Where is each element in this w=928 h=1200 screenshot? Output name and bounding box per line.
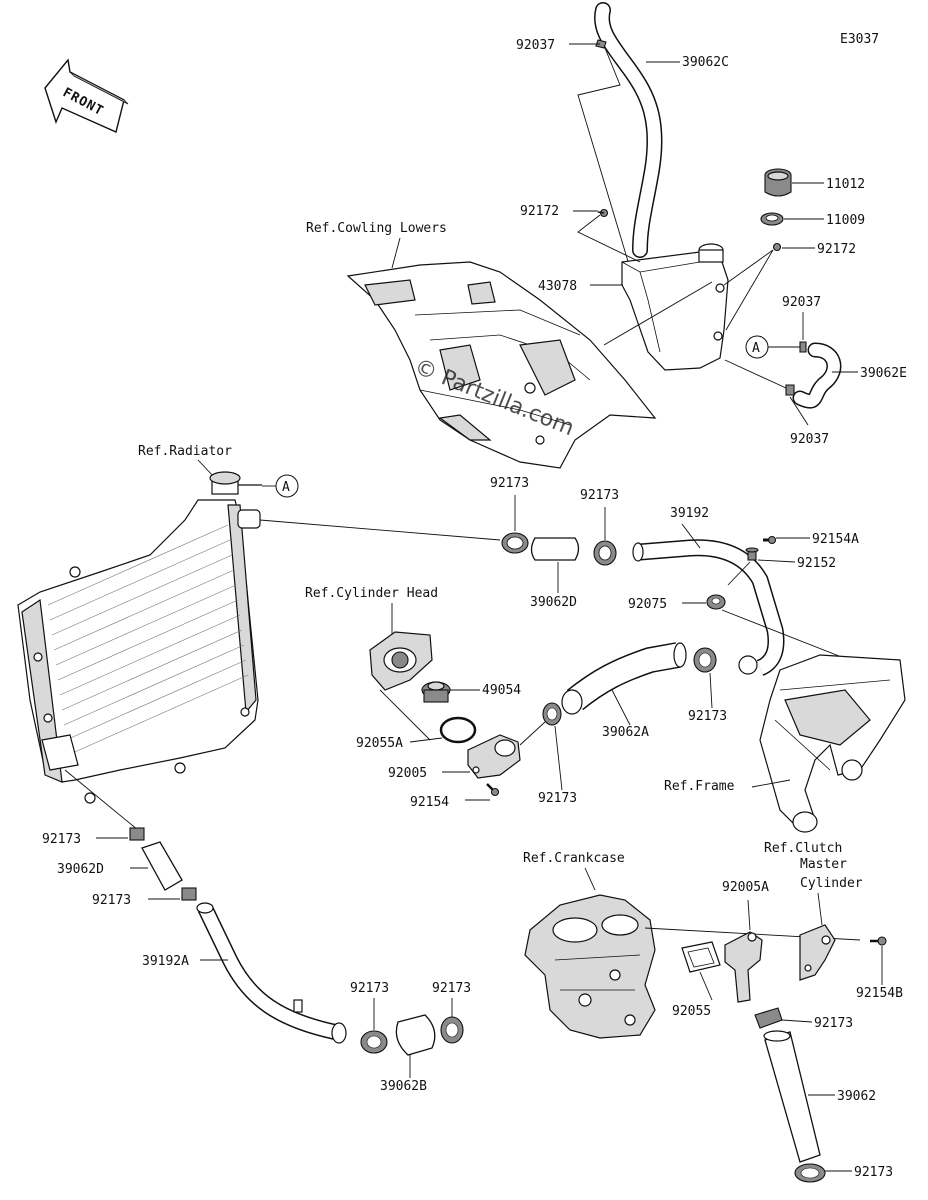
cylinder-head-part xyxy=(369,631,433,691)
label-43078: 43078 xyxy=(538,279,577,294)
label-92173-h: 92173 xyxy=(432,981,471,996)
label-92154b: 92154B xyxy=(856,986,903,1001)
bolt-92172-right[interactable] xyxy=(772,242,782,252)
cowling-lowers-part xyxy=(346,261,657,469)
label-39062d-left: 39062D xyxy=(57,862,104,877)
label-11012: 11012 xyxy=(826,177,865,192)
label-39062e: 39062E xyxy=(860,366,907,381)
label-92173-i: 92173 xyxy=(814,1016,853,1031)
bolt-92154[interactable] xyxy=(486,783,500,797)
housing-92005a[interactable] xyxy=(724,931,763,1003)
ref-clutch-line2: Master xyxy=(800,857,847,872)
label-39062b: 39062B xyxy=(380,1079,427,1094)
bolt-92154b[interactable] xyxy=(870,936,887,946)
clamp-92173-c[interactable] xyxy=(693,647,717,673)
label-49054: 49054 xyxy=(482,683,521,698)
bolt-92154a[interactable] xyxy=(763,535,777,545)
cap-11012[interactable] xyxy=(764,168,792,197)
clamp-92173-h[interactable] xyxy=(440,1016,464,1044)
label-11009: 11009 xyxy=(826,213,865,228)
label-92005a: 92005A xyxy=(722,880,769,895)
ref-clutch-line1: Ref.Clutch xyxy=(764,841,842,856)
clamp-92037-mid[interactable] xyxy=(799,341,807,353)
label-92173-g: 92173 xyxy=(350,981,389,996)
bolt-92172-left[interactable] xyxy=(597,208,609,218)
callout-a-tank-letter: A xyxy=(752,341,760,356)
grommet-92075[interactable] xyxy=(706,594,726,610)
label-92154: 92154 xyxy=(410,795,449,810)
label-92173-j: 92173 xyxy=(854,1165,893,1180)
clamp-92173-j[interactable] xyxy=(794,1163,826,1183)
ref-clutch-line3: Cylinder xyxy=(800,876,863,891)
label-92172-right: 92172 xyxy=(817,242,856,257)
clamp-92037-low[interactable] xyxy=(785,384,795,396)
ref-frame: Ref.Frame xyxy=(664,779,735,794)
diagram-code: E3037 xyxy=(840,32,879,47)
ref-cylinder-head: Ref.Cylinder Head xyxy=(305,586,438,601)
clamp-92173-e[interactable] xyxy=(129,827,145,841)
label-39062d-top: 39062D xyxy=(530,595,577,610)
label-92173-b: 92173 xyxy=(580,488,619,503)
clamp-92173-f[interactable] xyxy=(181,887,197,901)
crankcase-part xyxy=(524,894,656,1039)
hose-39062d-left[interactable] xyxy=(141,841,183,891)
clamp-92173-i[interactable] xyxy=(754,1007,783,1029)
label-92037-top: 92037 xyxy=(516,38,555,53)
pipe-39192[interactable] xyxy=(632,539,785,676)
ref-cowling-lowers: Ref.Cowling Lowers xyxy=(306,221,447,236)
o-ring-92055a[interactable] xyxy=(439,716,477,744)
gasket-11009[interactable] xyxy=(760,212,784,226)
label-92037-low: 92037 xyxy=(790,432,829,447)
pipe-39192a[interactable] xyxy=(196,902,347,1044)
label-92172-left: 92172 xyxy=(520,204,559,219)
hose-39062b[interactable] xyxy=(395,1014,436,1056)
frame-part xyxy=(759,654,906,833)
clamp-92173-g[interactable] xyxy=(360,1030,388,1054)
label-92055: 92055 xyxy=(672,1004,711,1019)
label-92152: 92152 xyxy=(797,556,836,571)
hose-39062a[interactable] xyxy=(561,642,687,715)
label-39192a: 39192A xyxy=(142,954,189,969)
thermostat-49054[interactable] xyxy=(421,681,451,703)
hose-39062[interactable] xyxy=(763,1030,821,1163)
hose-39062e[interactable] xyxy=(792,342,842,409)
label-92173-a: 92173 xyxy=(490,476,529,491)
label-39062a: 39062A xyxy=(602,725,649,740)
label-92173-e: 92173 xyxy=(42,832,81,847)
front-arrow-icon: FRONT xyxy=(44,58,129,133)
gasket-92055[interactable] xyxy=(681,941,721,973)
label-92173-f: 92173 xyxy=(92,893,131,908)
label-92154a: 92154A xyxy=(812,532,859,547)
hose-39062c[interactable] xyxy=(594,2,663,258)
ref-radiator: Ref.Radiator xyxy=(138,444,232,459)
label-92075: 92075 xyxy=(628,597,667,612)
label-39192: 39192 xyxy=(670,506,709,521)
label-92055a: 92055A xyxy=(356,736,403,751)
collar-92152[interactable] xyxy=(745,547,759,561)
ref-crankcase: Ref.Crankcase xyxy=(523,851,625,866)
radiator-part xyxy=(17,471,262,804)
label-39062c: 39062C xyxy=(682,55,729,70)
clutch-master-cylinder-part xyxy=(799,924,836,981)
label-92173-c: 92173 xyxy=(688,709,727,724)
label-92005: 92005 xyxy=(388,766,427,781)
label-92173-d: 92173 xyxy=(538,791,577,806)
clamp-92173-a[interactable] xyxy=(501,532,529,554)
label-39062: 39062 xyxy=(837,1089,876,1104)
label-92037-mid: 92037 xyxy=(782,295,821,310)
thermostat-housing-92005[interactable] xyxy=(467,734,521,779)
hose-39062d-top[interactable] xyxy=(530,537,580,561)
clamp-92173-d[interactable] xyxy=(542,702,562,726)
clamp-92173-b[interactable] xyxy=(593,540,617,566)
reservoir-tank-43078[interactable] xyxy=(621,243,729,371)
callout-a-radiator-letter: A xyxy=(282,480,290,495)
